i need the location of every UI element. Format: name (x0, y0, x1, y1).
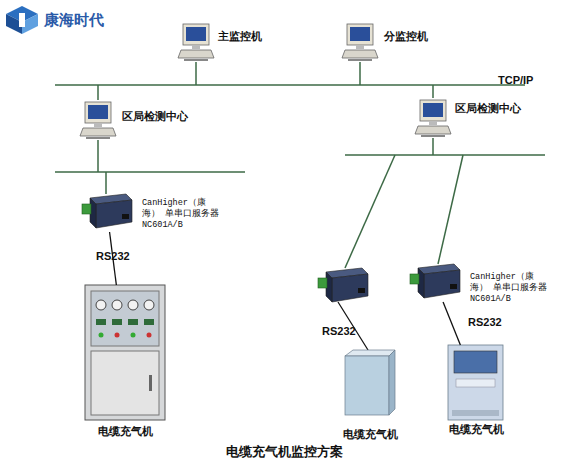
port-label: RS232 (322, 325, 356, 337)
node-label: CanHigher（康海） 单串口服务器 NC601A/B (142, 198, 222, 231)
logo-text: 康海时代 (44, 11, 104, 30)
node-label: 区局检测中心 (455, 102, 555, 115)
port-label: RS232 (96, 250, 130, 262)
device-icon (82, 192, 132, 232)
device-icon (448, 345, 503, 420)
bus-drop (105, 172, 107, 194)
computer-node: 区局检测中心 (80, 100, 116, 140)
device-icon (415, 98, 451, 138)
port-label: RS232 (468, 316, 502, 328)
node-label: 区局检测中心 (122, 110, 222, 123)
node-label: 主监控机 (218, 30, 298, 43)
device-icon (342, 22, 378, 62)
bus-drop (432, 85, 434, 98)
bus-drop (97, 140, 99, 172)
lan-cable (438, 155, 463, 264)
logo-icon (6, 6, 38, 34)
node-label: CanHigher（康海） 单串口服务器 NC601A/B (470, 272, 550, 305)
computer-node: 分监控机 (342, 22, 378, 62)
lan-bus (55, 171, 245, 173)
bus-drop (432, 138, 434, 155)
charger-node: 电缆充气机 (448, 345, 503, 420)
computer-node: 区局检测中心 (415, 98, 451, 138)
caption: 电缆充气机监控方案 (0, 443, 568, 461)
serial-server-node: CanHigher（康海） 单串口服务器 NC601A/B (410, 262, 460, 302)
device-icon (80, 100, 116, 140)
device-icon (345, 350, 395, 415)
device-icon (178, 22, 214, 62)
device-icon (410, 262, 460, 302)
charger-node: 电缆充气机 (345, 350, 395, 415)
network-label: TCP/IP (498, 74, 533, 86)
node-label: 电缆充气机 (310, 428, 430, 441)
lan-bus (345, 154, 545, 156)
charger-node: 电缆充气机 (85, 285, 165, 420)
serial-server (318, 268, 368, 302)
network-bus (55, 84, 525, 86)
bus-drop (97, 85, 99, 100)
serial-cable (443, 302, 460, 345)
serial-server-node: CanHigher（康海） 单串口服务器 NC601A/B (82, 192, 132, 232)
device-icon (85, 285, 165, 420)
bus-drop (195, 62, 197, 85)
node-label: 电缆充气机 (65, 425, 185, 438)
node-label: 电缆充气机 (416, 423, 536, 436)
node-label: 分监控机 (384, 30, 464, 43)
computer-node: 主监控机 (178, 22, 214, 62)
lan-cable (345, 155, 395, 268)
bus-drop (359, 62, 361, 85)
